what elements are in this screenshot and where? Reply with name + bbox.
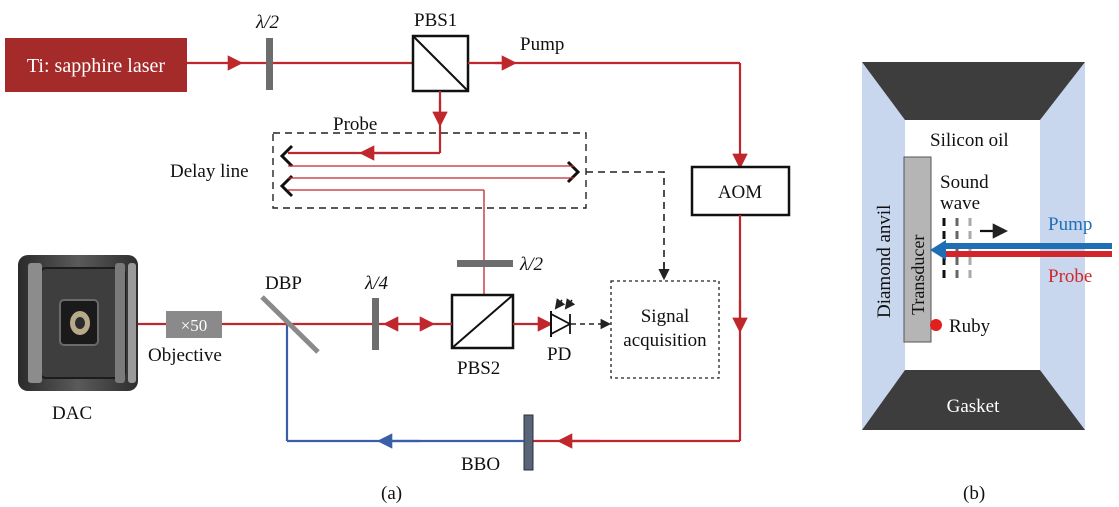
delay-mirror-left-bottom xyxy=(279,174,294,198)
delay-line-label: Delay line xyxy=(170,161,249,182)
half-wave-plate-1 xyxy=(266,38,273,90)
dbp-mirror xyxy=(260,295,320,354)
caption-b: (b) xyxy=(963,483,985,504)
pd-label: PD xyxy=(547,344,571,365)
laser-label: Ti: sapphire laser xyxy=(27,55,165,77)
transducer-label: Transducer xyxy=(908,235,928,315)
laser-box xyxy=(5,38,187,92)
signal-line-2: acquisition xyxy=(623,330,707,351)
quarter-wave-label: λ/4 xyxy=(364,273,389,294)
pbs1-diagonal xyxy=(412,35,469,92)
pbs1-label: PBS1 xyxy=(414,10,457,31)
photodiode-icon xyxy=(550,298,576,337)
half-wave-label-1: λ/2 xyxy=(255,12,280,33)
caption-a: (a) xyxy=(381,483,402,504)
half-wave-plate-2 xyxy=(457,260,513,267)
delay-mirror-right xyxy=(566,160,581,184)
half-wave-label-2: λ/2 xyxy=(519,254,544,275)
ruby-label: Ruby xyxy=(949,316,991,337)
sound-label-1: Sound xyxy=(940,172,989,193)
silicon-oil-label: Silicon oil xyxy=(930,130,1009,151)
beam-arrowhead-b xyxy=(930,240,946,260)
objective-box xyxy=(166,311,222,338)
dac-photo xyxy=(18,255,138,391)
objective-label: Objective xyxy=(148,345,222,366)
control-line xyxy=(586,171,665,273)
delay-mirror-left-top xyxy=(279,144,294,168)
objective-mag: ×50 xyxy=(181,316,208,335)
delay-line-box xyxy=(272,132,587,209)
bbo-label: BBO xyxy=(461,454,500,475)
pbs2-diagonal xyxy=(451,294,514,349)
pump-label: Pump xyxy=(520,34,564,55)
diamond-anvil-label: Diamond anvil xyxy=(874,205,895,318)
dbp-label: DBP xyxy=(265,273,302,294)
signal-line-1: Signal xyxy=(641,306,690,327)
bbo-crystal xyxy=(523,414,534,471)
probe-label-b: Probe xyxy=(1048,266,1092,287)
pbs2-label: PBS2 xyxy=(457,358,500,379)
aom-label: AOM xyxy=(718,182,762,203)
ruby-dot xyxy=(930,319,942,331)
gasket-label: Gasket xyxy=(947,396,1000,417)
signal-acquisition-box xyxy=(610,280,720,379)
pump-label-b: Pump xyxy=(1048,214,1092,235)
quarter-wave-plate xyxy=(372,298,379,350)
dac-label: DAC xyxy=(52,403,92,424)
sound-label-2: wave xyxy=(940,193,980,214)
probe-label: Probe xyxy=(333,114,377,135)
